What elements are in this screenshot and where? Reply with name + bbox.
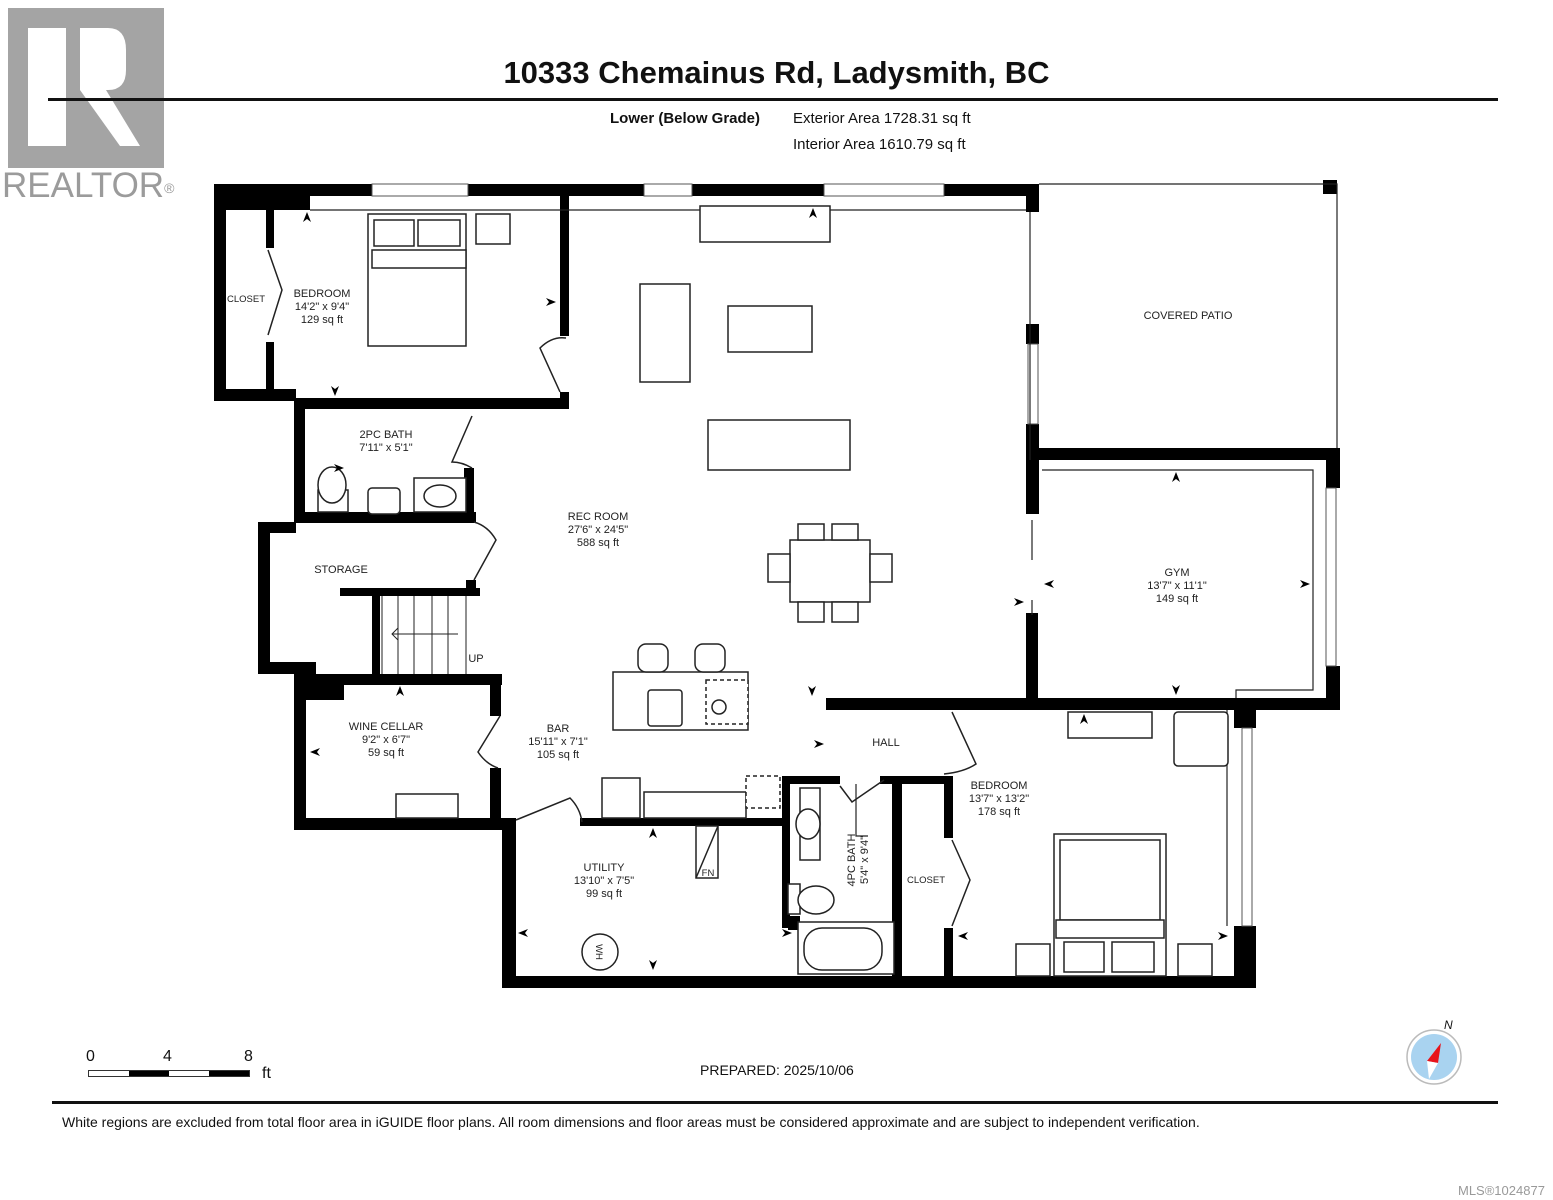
bedroom1-dims: 14'2" x 9'4": [295, 301, 349, 313]
furnace-label: FN: [702, 868, 715, 879]
floor-plan: UP: [214, 180, 1340, 988]
realtor-wordmark: REALTOR®: [2, 166, 175, 205]
rec-room-dims: 27'6" x 24'5": [568, 524, 628, 536]
rec-room-area: 588 sq ft: [577, 537, 619, 549]
bedroom2-name: BEDROOM: [971, 780, 1028, 792]
bath4pc-name: 4PC BATH: [846, 833, 858, 886]
scale-bar: [88, 1070, 250, 1077]
covered-patio-name: COVERED PATIO: [1144, 310, 1233, 322]
wine-cellar-dims: 9'2" x 6'7": [362, 734, 410, 746]
scale-unit: ft: [262, 1065, 271, 1082]
exterior-area: Exterior Area 1728.31 sq ft: [793, 110, 971, 127]
hall-name: HALL: [872, 737, 900, 749]
wine-cellar-area: 59 sq ft: [368, 747, 404, 759]
walls: [214, 180, 1340, 988]
bath4pc-dims: 5'4" x 9'4": [859, 836, 871, 884]
stairs: [381, 596, 467, 674]
closet1-name: CLOSET: [227, 294, 265, 305]
header-divider: [48, 98, 1498, 101]
gym-area: 149 sq ft: [1156, 593, 1198, 605]
scale-tick-0: 0: [86, 1048, 95, 1065]
bath2pc-dims: 7'11" x 5'1": [359, 442, 412, 454]
windows: [371, 183, 1337, 927]
utility-dims: 13'10" x 7'5": [574, 875, 634, 887]
compass-north-label: N: [1444, 1018, 1453, 1032]
wine-cellar-name: WINE CELLAR: [349, 721, 424, 733]
doors: [267, 249, 977, 927]
prepared-date: PREPARED: 2025/10/06: [700, 1062, 854, 1078]
rec-room-name: REC ROOM: [568, 511, 629, 523]
property-address-title: 10333 Chemainus Rd, Ladysmith, BC: [503, 55, 1050, 90]
gym-name: GYM: [1164, 567, 1189, 579]
bedroom1-name: BEDROOM: [294, 288, 351, 300]
bar-dims: 15'11" x 7'1": [528, 736, 588, 748]
realtor-logo: [8, 8, 164, 168]
bedroom2-dims: 13'7" x 13'2": [969, 793, 1029, 805]
bar-name: BAR: [547, 723, 570, 735]
dimension-markers: [303, 208, 1310, 970]
storage-name: STORAGE: [314, 564, 368, 576]
closet2-name: CLOSET: [907, 875, 945, 886]
mls-number: MLS®1024877: [1458, 1183, 1545, 1198]
bar-area: 105 sq ft: [537, 749, 579, 761]
water-heater-label: WH: [593, 944, 604, 960]
realtor-r-icon: [28, 28, 140, 146]
disclaimer-text: White regions are excluded from total fl…: [62, 1114, 1200, 1130]
bedroom1-area: 129 sq ft: [301, 314, 343, 326]
bath2pc-name: 2PC BATH: [360, 429, 413, 441]
stairs-up-label: UP: [468, 653, 483, 665]
bedroom2-area: 178 sq ft: [978, 806, 1020, 818]
room-labels: BEDROOM 14'2" x 9'4" 129 sq ft CLOSET 2P…: [227, 288, 1233, 900]
compass-icon: N: [1406, 1018, 1462, 1085]
scale-tick-4: 4: [163, 1048, 172, 1065]
floor-level-label: Lower (Below Grade): [610, 110, 761, 127]
footer-divider: [52, 1101, 1498, 1104]
utility-area: 99 sq ft: [586, 888, 622, 900]
utility-name: UTILITY: [584, 862, 626, 874]
gym-dims: 13'7" x 11'1": [1147, 580, 1207, 592]
furniture: [317, 205, 1229, 977]
scale-tick-8: 8: [244, 1048, 253, 1065]
interior-area: Interior Area 1610.79 sq ft: [793, 136, 966, 153]
